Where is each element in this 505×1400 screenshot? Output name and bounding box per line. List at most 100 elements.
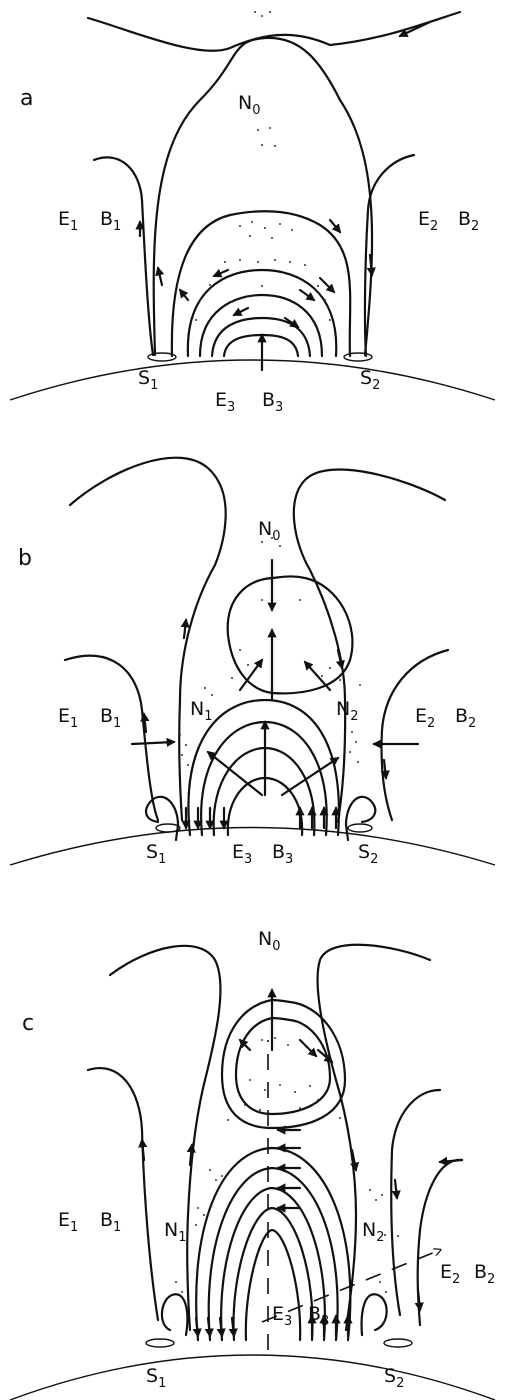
- label-s1: S: [146, 841, 158, 863]
- label-e2: E: [440, 1261, 452, 1283]
- label-e1-sub: 1: [70, 219, 78, 234]
- svg-text:E1: E1: [58, 1209, 78, 1235]
- svg-text:B3: B3: [262, 389, 283, 415]
- field-line: [162, 1294, 187, 1335]
- label-s1-sub: 1: [150, 378, 158, 393]
- plasmoid-loop: [236, 1018, 330, 1114]
- label-b2: B: [458, 208, 471, 230]
- field-line: [362, 1294, 387, 1335]
- label-b3: B: [272, 841, 285, 863]
- label-e3-sub: 3: [284, 1314, 292, 1329]
- label-e3-sub: 3: [227, 400, 235, 415]
- label-n2-sub: 2: [350, 709, 358, 724]
- field-line: [154, 38, 372, 355]
- svg-text:S1: S1: [138, 367, 158, 393]
- label-b2-sub: 2: [468, 716, 476, 731]
- label-n0: N: [258, 518, 272, 540]
- svg-text:S2: S2: [384, 1365, 404, 1391]
- label-e2: E: [415, 705, 427, 727]
- label-e1: E: [58, 208, 70, 230]
- svg-text:S2: S2: [358, 841, 378, 867]
- sunspot-s1: [146, 1339, 174, 1347]
- svg-text:E2: E2: [440, 1261, 460, 1287]
- svg-text:N1: N1: [164, 1219, 187, 1245]
- svg-text:N0: N0: [238, 92, 261, 118]
- svg-text:S1: S1: [146, 1365, 166, 1391]
- label-e1: E: [58, 1209, 70, 1231]
- label-b2-sub: 2: [487, 1272, 495, 1287]
- sunspot-s2: [384, 1339, 412, 1347]
- label-s2-sub: 2: [372, 378, 380, 393]
- label-s2-sub: 2: [396, 1376, 404, 1391]
- label-s1: S: [146, 1365, 158, 1387]
- svg-text:E1: E1: [58, 705, 78, 731]
- svg-text:B3: B3: [272, 841, 293, 867]
- svg-text:S1: S1: [146, 841, 166, 867]
- label-n2: N: [336, 698, 350, 720]
- label-b2-sub: 2: [471, 219, 479, 234]
- svg-text:B1: B1: [100, 208, 121, 234]
- field-line: [294, 470, 445, 822]
- field-line: [88, 12, 460, 51]
- plasma-stipple: [175, 1037, 399, 1293]
- label-s1: S: [138, 367, 150, 389]
- label-b1: B: [100, 705, 113, 727]
- field-line: [65, 656, 158, 820]
- sunspot-s2: [344, 353, 372, 361]
- label-s2-sub: 2: [370, 852, 378, 867]
- plasmoid-loop: [228, 576, 353, 693]
- label-s2: S: [358, 841, 370, 863]
- field-line: [391, 1090, 440, 1315]
- svg-text:N2: N2: [362, 1219, 385, 1245]
- field-line: [318, 945, 430, 1330]
- label-b3-sub: 3: [275, 400, 283, 415]
- photosphere-surface: [10, 1355, 495, 1400]
- panel-letter: a: [20, 86, 33, 111]
- label-e3: E: [232, 841, 244, 863]
- label-e2: E: [418, 208, 430, 230]
- photosphere-surface: [10, 360, 495, 400]
- label-b1-sub: 1: [113, 1220, 121, 1235]
- svg-text:B2: B2: [455, 705, 476, 731]
- photosphere-surface: [10, 828, 495, 866]
- label-n0-sub: 0: [272, 939, 280, 954]
- label-e1-sub: 1: [70, 1220, 78, 1235]
- svg-text:B1: B1: [100, 705, 121, 731]
- sunspot-s1: [156, 824, 180, 832]
- panel-b: b: [10, 458, 495, 867]
- svg-text:E2: E2: [418, 208, 438, 234]
- field-line: [88, 1068, 158, 1320]
- svg-text:E3: E3: [272, 1303, 292, 1329]
- label-b2: B: [455, 705, 468, 727]
- label-b3: B: [262, 389, 275, 411]
- label-n1-sub: 1: [204, 709, 212, 724]
- field-line: [110, 946, 220, 1330]
- label-b3-sub: 3: [321, 1314, 329, 1329]
- label-n0-sub: 0: [272, 529, 280, 544]
- panel-c: c: [10, 928, 495, 1400]
- svg-text:N2: N2: [336, 698, 359, 724]
- label-n1-sub: 1: [178, 1230, 186, 1245]
- label-n1: N: [190, 698, 204, 720]
- label-e2-sub: 2: [452, 1272, 460, 1287]
- field-line: [418, 1160, 462, 1325]
- label-s2: S: [360, 367, 372, 389]
- label-b3: B: [308, 1303, 321, 1325]
- svg-text:E3: E3: [215, 389, 235, 415]
- svg-text:B2: B2: [458, 208, 479, 234]
- svg-text:E2: E2: [415, 705, 435, 731]
- label-e3: E: [272, 1303, 284, 1325]
- label-e1-sub: 1: [70, 716, 78, 731]
- panel-letter: c: [22, 1011, 34, 1036]
- field-line: [94, 157, 153, 355]
- label-e2-sub: 2: [430, 219, 438, 234]
- label-s1-sub: 1: [158, 852, 166, 867]
- label-n0-sub: 0: [252, 103, 260, 118]
- label-s2: S: [384, 1365, 396, 1387]
- label-e3-sub: 3: [244, 852, 252, 867]
- svg-text:N0: N0: [258, 928, 281, 954]
- label-b1-sub: 1: [113, 716, 121, 731]
- label-e1: E: [58, 705, 70, 727]
- svg-text:N0: N0: [258, 518, 281, 544]
